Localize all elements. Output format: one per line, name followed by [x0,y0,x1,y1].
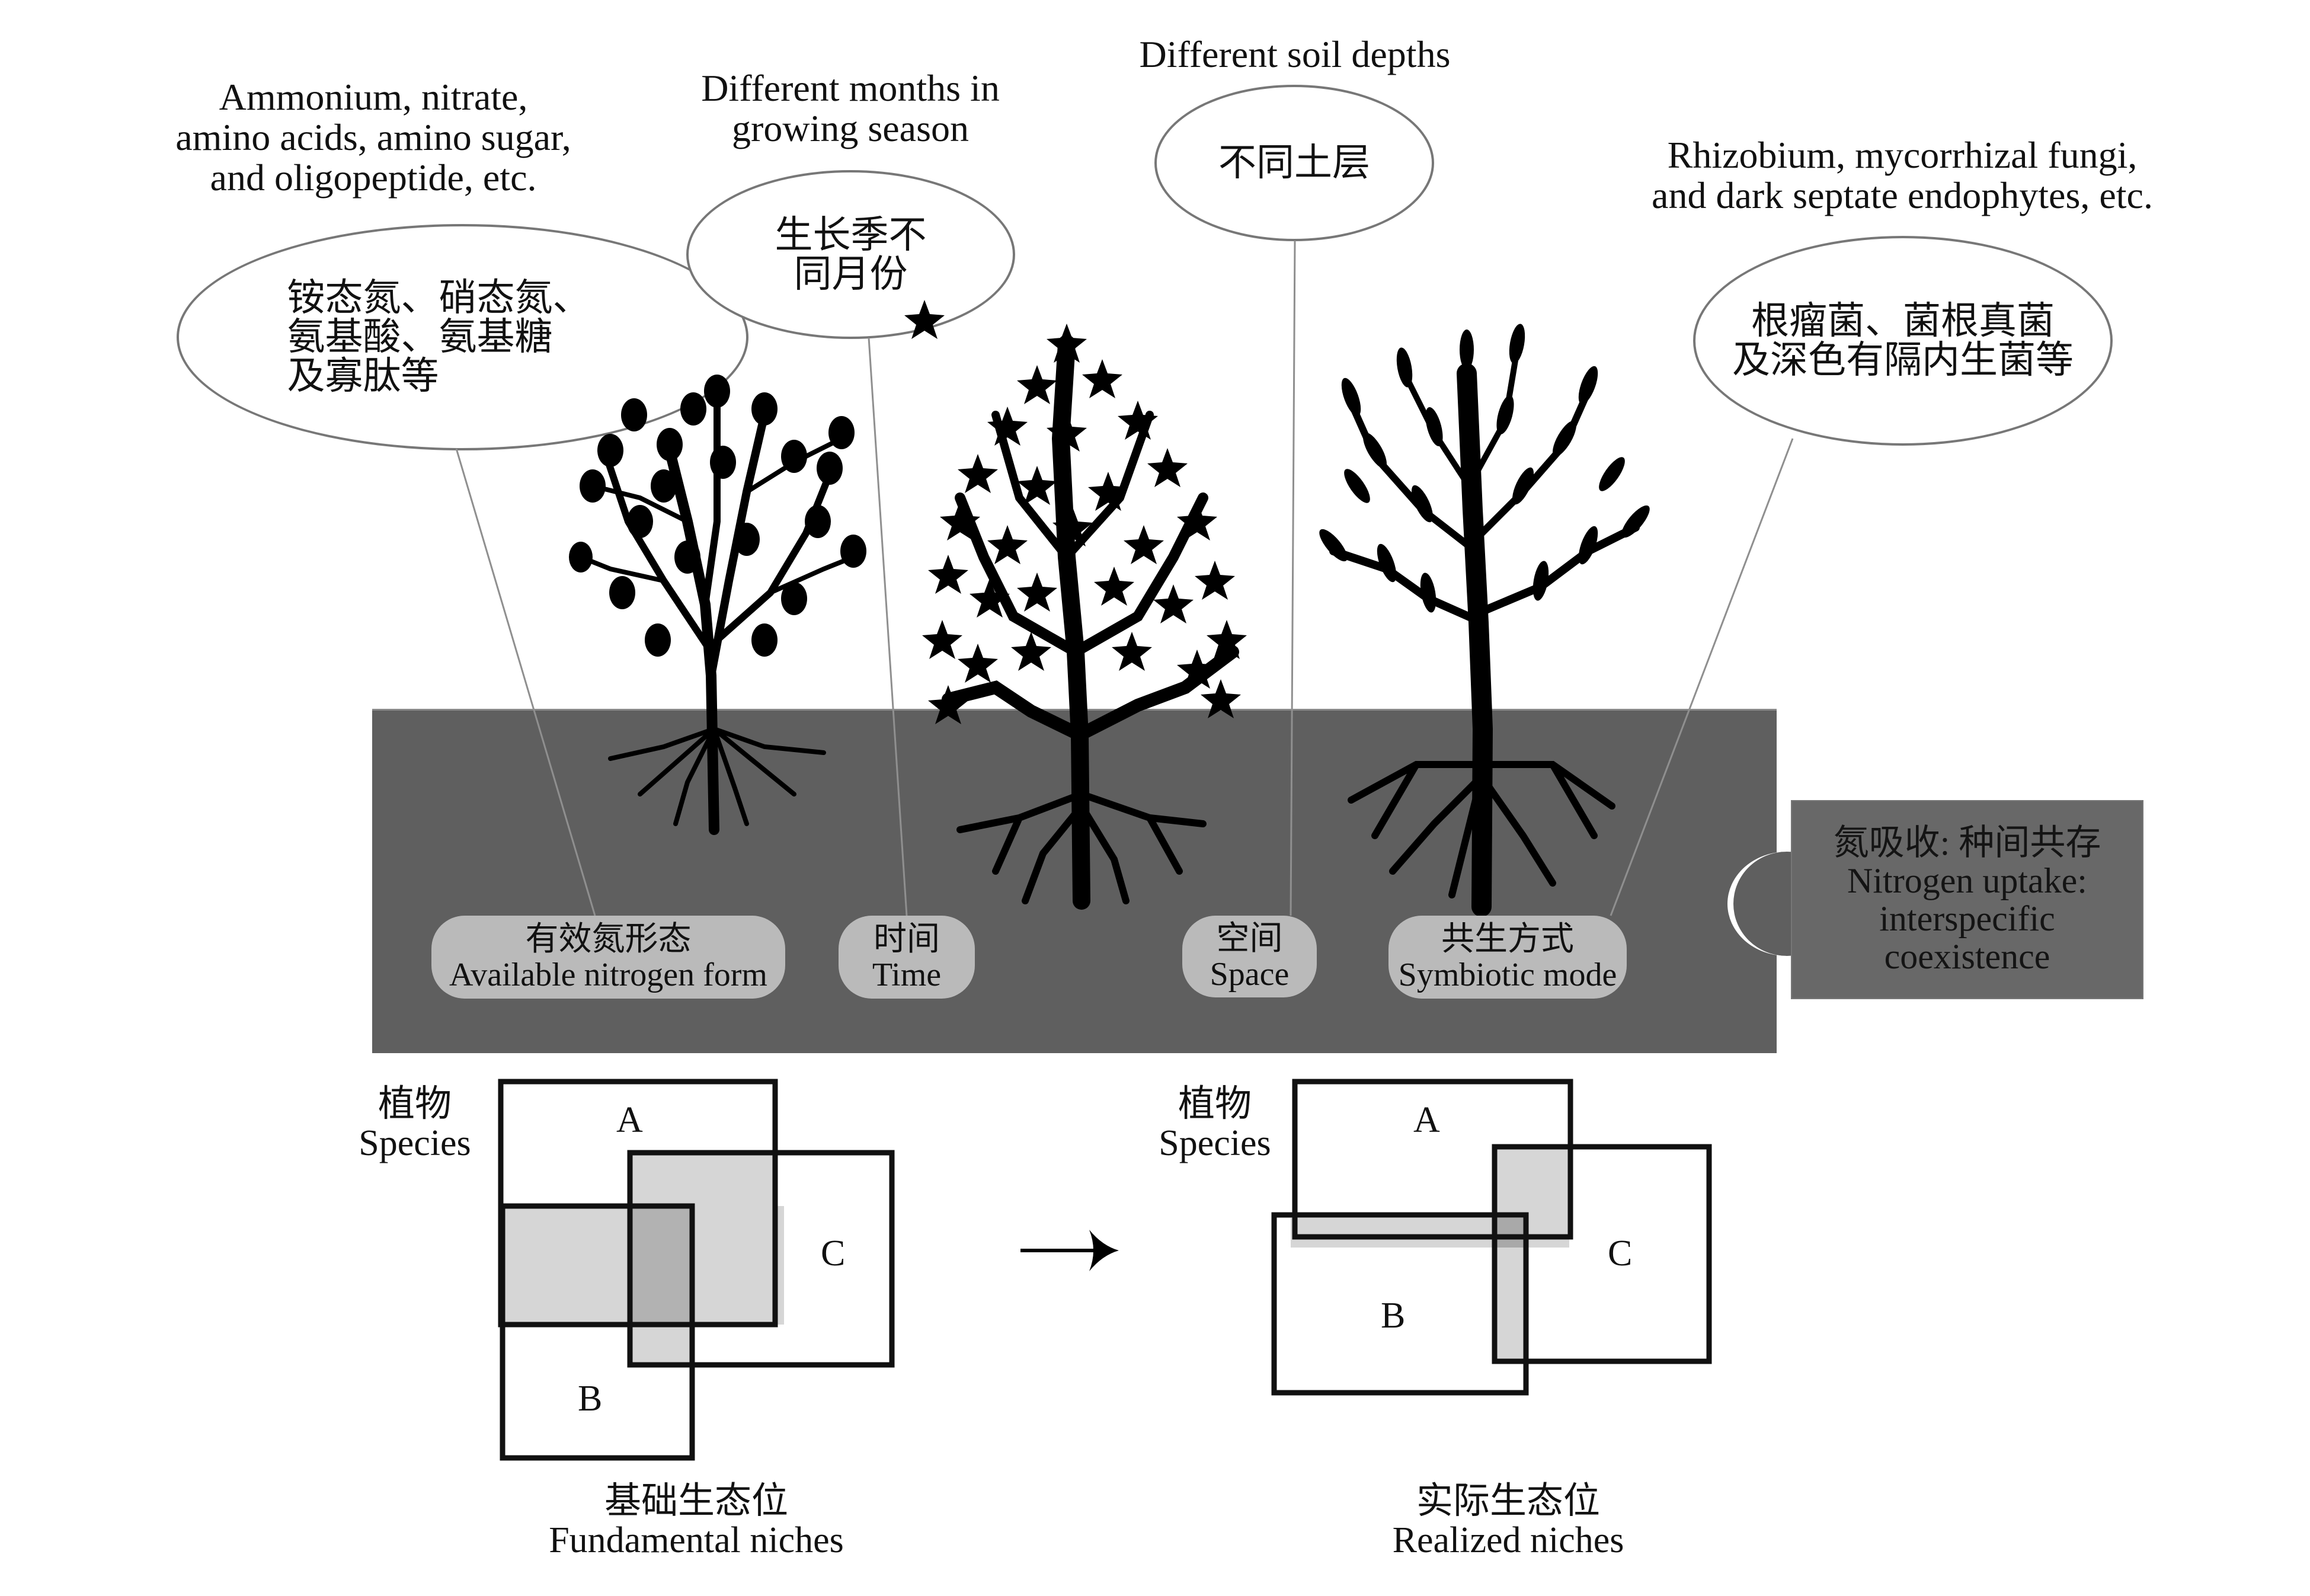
realized-title: 实际生态位 Realized niches [1316,1482,1701,1560]
fundamental-species-zh: 植物 [377,1084,452,1124]
ellipse-months-text: 生长季不 同月份 [775,213,927,295]
fundamental-species-en: Species [359,1123,471,1163]
realized-species-en: Species [1159,1123,1271,1163]
ellipse-soil-depths: 不同土层 [1154,85,1434,241]
chip-symbiotic-mode: 共生方式 Symbiotic mode [1388,916,1627,999]
tree-pointed-leaves-icon [1319,324,1650,917]
niche-box-a [498,1079,778,1328]
tree-star-leaves-icon [904,300,1247,910]
niche-box-b [500,1203,695,1461]
nitrogen-uptake-panel: 氮吸收: 种间共存 Nitrogen uptake: interspecific… [1791,800,2143,999]
chip-time: 时间 Time [839,916,975,999]
realized-letter-c: C [1608,1233,1633,1274]
chip-available-nitrogen-form-en: Available nitrogen form [449,957,767,993]
leader-soil-depths [1290,240,1296,916]
realized-species-zh: 植物 [1178,1084,1252,1124]
chip-symbiotic-mode-en: Symbiotic mode [1398,957,1617,993]
chip-time-zh: 时间 [874,921,940,958]
realized-box-c [1492,1144,1712,1364]
arrow-right-icon [1020,1230,1119,1271]
leader-months [868,337,908,916]
fundamental-title-zh: 基础生态位 [604,1481,788,1521]
tree-round-leaves-icon [569,375,866,835]
chip-space-zh: 空间 [1216,920,1283,957]
panel-en-line2: interspecific [1879,899,2055,938]
realized-overlap-abc [1493,1218,1528,1248]
panel-en-line3: coexistence [1884,937,2050,976]
realized-box-b [1271,1212,1529,1396]
panel-en-line1: Nitrogen uptake: [1847,861,2087,900]
leader-symbionts [1610,438,1794,916]
ellipse-symbionts-text: 根瘤菌、菌根真菌 及深色有隔内生菌等 [1732,300,2074,381]
realized-species-label: 植物 Species [1144,1085,1286,1163]
panel-zh: 氮吸收: 种间共存 [1833,823,2101,862]
overlap-abc [630,1206,692,1325]
chip-symbiotic-mode-zh: 共生方式 [1441,921,1574,958]
realized-overlap-bc [1493,1248,1528,1363]
overlap-bc [630,1325,692,1366]
ellipse-soil-depths-text: 不同土层 [1218,142,1370,184]
niche-box-c [627,1150,895,1368]
caption-nitrogen-forms: Ammonium, nitrate, amino acids, amino su… [175,76,571,199]
realized-title-en: Realized niches [1392,1520,1624,1560]
realized-overlap-ab [1291,1218,1528,1248]
caption-soil-depths: Different soil depths [1139,33,1451,75]
fundamental-letter-a: A [616,1100,643,1140]
fundamental-title-en: Fundamental niches [549,1520,844,1560]
chip-available-nitrogen-form-zh: 有效氮形态 [525,921,692,958]
chip-space-en: Space [1210,956,1290,993]
realized-title-zh: 实际生态位 [1416,1481,1600,1521]
caption-months: Different months in growing season [701,67,1000,149]
ellipse-nitrogen-forms-text: 铵态氮、硝态氮、 氨基酸、氨基糖 及寡肽等 [287,277,591,397]
realized-box-a [1292,1079,1573,1240]
chip-space: 空间 Space [1182,916,1317,997]
caption-symbionts: Rhizobium, mycorrhizal fungi, and dark s… [1652,134,2153,216]
ellipse-symbionts: 根瘤菌、菌根真菌 及深色有隔内生菌等 [1693,236,2113,446]
ellipse-months: 生长季不 同月份 [686,170,1015,339]
fundamental-species-label: 植物 Species [344,1085,486,1163]
leader-nitrogen [455,448,596,916]
fundamental-letter-b: B [578,1378,603,1419]
fundamental-title: 基础生态位 Fundamental niches [504,1482,889,1560]
realized-letter-b: B [1381,1296,1406,1336]
realized-letter-a: A [1413,1100,1440,1140]
chip-available-nitrogen-form: 有效氮形态 Available nitrogen form [431,916,785,999]
fundamental-letter-c: C [821,1233,846,1274]
chip-time-en: Time [872,957,942,993]
ellipse-nitrogen-forms: 铵态氮、硝态氮、 氨基酸、氨基糖 及寡肽等 [177,224,748,450]
